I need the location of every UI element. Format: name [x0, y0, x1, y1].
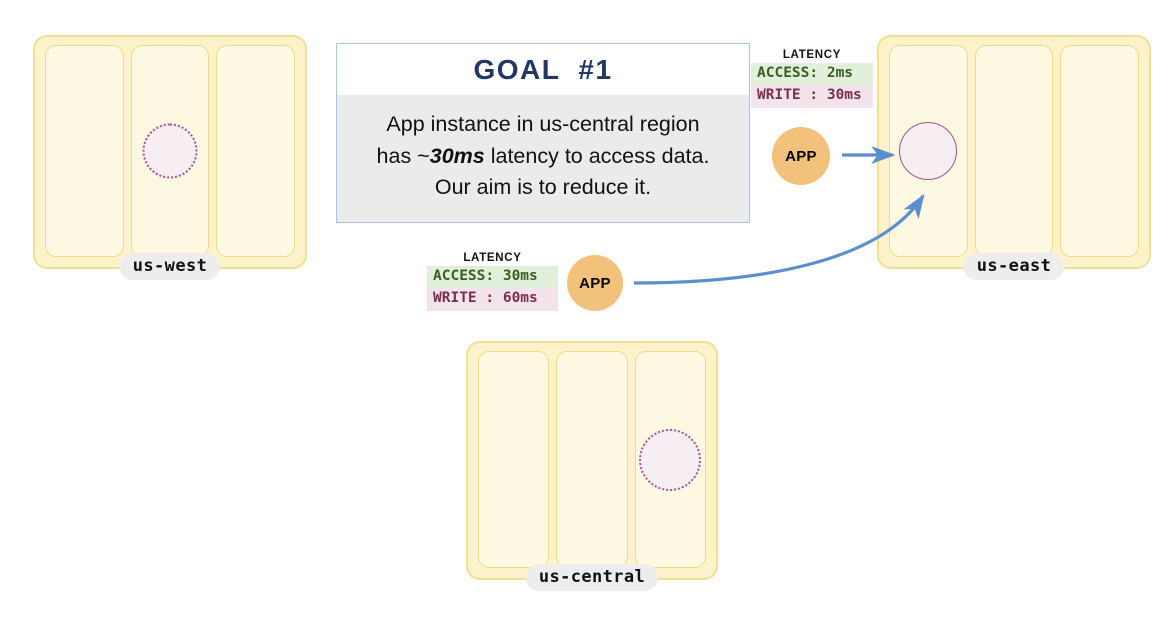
goal-line-2-post: latency to access data.: [484, 143, 710, 168]
zone-group-us-west: [45, 45, 296, 257]
goal-card-body: App instance in us-central region has ~3…: [337, 95, 749, 222]
zone-us-west-3[interactable]: [216, 45, 296, 257]
latency-table-us-east: LATENCY ACCESS: 2ms WRITE : 30ms: [751, 49, 873, 108]
replica-us-central-follower[interactable]: [639, 428, 702, 491]
goal-title: GOAL #1: [473, 54, 613, 85]
region-label-us-east: us-east: [963, 253, 1065, 280]
replica-us-east-leader[interactable]: [899, 122, 958, 180]
region-us-central[interactable]: us-central: [466, 341, 718, 591]
latency-row-write-us-central: WRITE : 60ms: [427, 288, 558, 311]
app-node-us-central-label: APP: [579, 274, 611, 292]
app-node-us-central[interactable]: APP: [567, 255, 623, 311]
goal-card: GOAL #1 App instance in us-central regio…: [336, 43, 750, 223]
goal-line-1: App instance in us-central region: [386, 111, 700, 136]
region-us-east[interactable]: us-east: [877, 35, 1151, 280]
latency-row-write-us-east: WRITE : 30ms: [751, 85, 873, 108]
zone-us-central-3[interactable]: [634, 351, 706, 568]
zone-us-west-2[interactable]: [130, 45, 210, 257]
latency-row-access-us-central: ACCESS: 30ms: [427, 266, 558, 289]
zone-us-central-1[interactable]: [478, 351, 550, 568]
region-label-us-west: us-west: [119, 253, 221, 280]
region-us-west[interactable]: us-west: [33, 35, 307, 280]
goal-latency-highlight: 30ms: [429, 143, 485, 168]
zone-us-central-2[interactable]: [556, 351, 628, 568]
goal-card-header: GOAL #1: [337, 44, 749, 95]
region-label-us-central: us-central: [525, 564, 659, 591]
goal-line-2-pre: has ~: [376, 143, 430, 168]
zone-group-us-east: [889, 45, 1140, 257]
zone-us-west-1[interactable]: [45, 45, 124, 257]
latency-row-access-us-east: ACCESS: 2ms: [751, 63, 873, 86]
latency-title-us-central: LATENCY: [463, 252, 522, 264]
zone-us-east-1[interactable]: [889, 45, 968, 257]
app-node-us-east-label: APP: [785, 147, 817, 165]
zone-us-east-3[interactable]: [1060, 45, 1140, 257]
goal-line-3: Our aim is to reduce it.: [434, 175, 652, 200]
app-node-us-east[interactable]: APP: [772, 127, 830, 185]
goal-description: App instance in us-central region has ~3…: [377, 109, 710, 204]
latency-table-us-central: LATENCY ACCESS: 30ms WRITE : 60ms: [427, 252, 558, 311]
replica-us-west-follower[interactable]: [142, 123, 198, 179]
zone-us-east-2[interactable]: [974, 45, 1054, 257]
latency-title-us-east: LATENCY: [782, 49, 842, 61]
zone-group-us-central: [478, 351, 706, 568]
